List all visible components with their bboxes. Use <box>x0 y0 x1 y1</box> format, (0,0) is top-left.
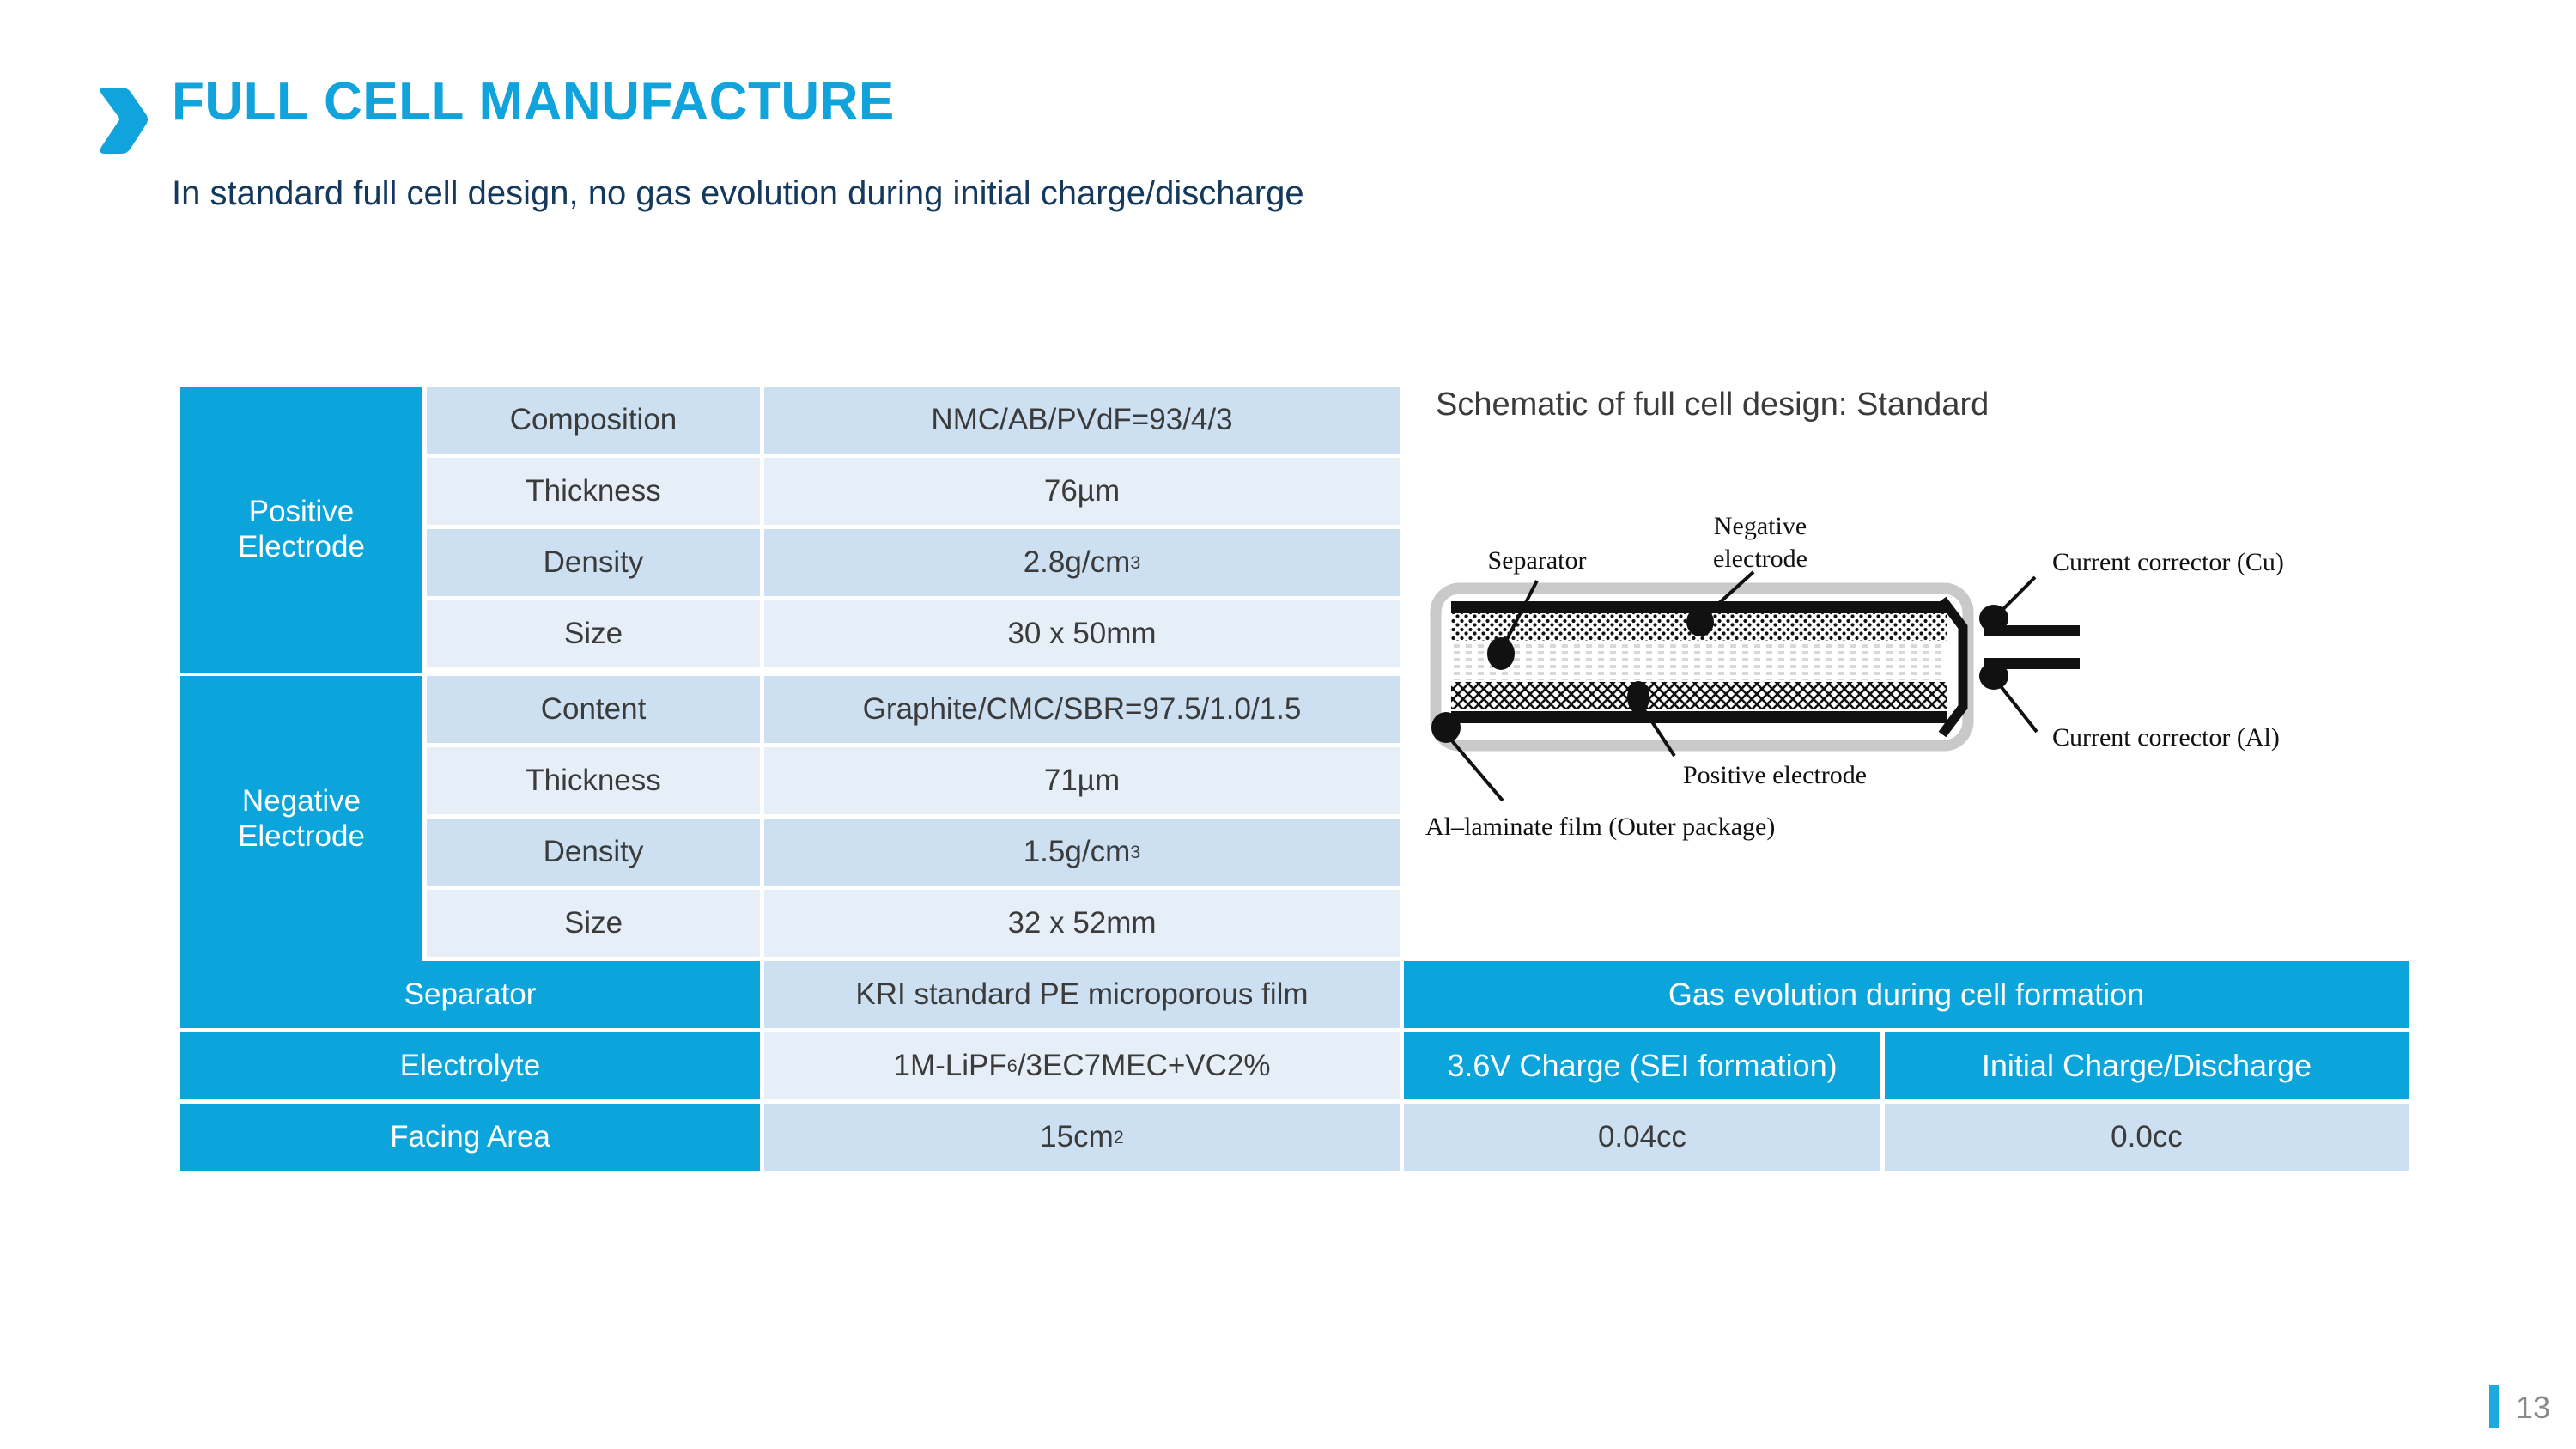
row-label-facing-area: Facing Area <box>180 1104 760 1171</box>
value-base: 1.5g/cm <box>1023 834 1131 868</box>
positive-electrode-layer <box>1451 682 1947 709</box>
group-label-positive-electrode: Positive Electrode <box>180 387 422 673</box>
table-row-value: 76µm <box>764 458 1400 525</box>
schematic-label-current-corrector-al: Current corrector (Al) <box>2052 723 2280 752</box>
table-row-value: 30 x 50mm <box>764 600 1400 667</box>
table-row-value: Graphite/CMC/SBR=97.5/1.0/1.5 <box>764 676 1400 743</box>
group-label-line1: Negative <box>241 784 361 819</box>
leader-lines <box>1443 570 2038 802</box>
gas-evolution-column-header-2: Initial Charge/Discharge <box>1885 1032 2409 1099</box>
cell-outer-package <box>1430 582 1974 752</box>
chevron-right-icon <box>96 82 149 158</box>
al-tab <box>1984 658 2080 669</box>
separator-layer <box>1451 642 1947 680</box>
bottom-collector-band <box>1451 711 1947 723</box>
page-subtitle: In standard full cell design, no gas evo… <box>172 174 1304 212</box>
group-label-line2: Electrode <box>238 529 365 563</box>
row-value-separator: KRI standard PE microporous film <box>764 961 1400 1028</box>
schematic-label-negative-electrode-line1: Negative <box>1714 512 1807 540</box>
gas-evolution-value-2: 0.0cc <box>1885 1104 2409 1171</box>
package-anchor-dot <box>1431 712 1461 743</box>
value-superscript: 2 <box>1113 1125 1124 1148</box>
table-row-property: Size <box>427 600 760 667</box>
page-number: 13 <box>2516 1390 2551 1425</box>
schematic-label-current-corrector-cu: Current corrector (Cu) <box>2052 548 2284 576</box>
table-row-value: NMC/AB/PVdF=93/4/3 <box>764 387 1400 454</box>
gas-evolution-column-header-1: 3.6V Charge (SEI formation) <box>1404 1032 1880 1099</box>
group-label-negative-electrode: Negative Electrode <box>180 676 422 962</box>
value-base: 15cm <box>1040 1119 1114 1154</box>
table-row-value: 32 x 52mm <box>764 890 1400 957</box>
table-row-property: Density <box>427 819 760 886</box>
group-label-line2: Electrode <box>238 819 365 853</box>
page-title: FULL CELL MANUFACTURE <box>172 72 895 131</box>
value-superscript: 3 <box>1130 551 1141 573</box>
table-row-property: Composition <box>427 387 760 454</box>
schematic-caption: Schematic of full cell design: Standard <box>1436 387 1990 423</box>
positive-anchor-dot <box>1627 681 1649 714</box>
table-row-value: 71µm <box>764 747 1400 814</box>
schematic-label-negative-electrode-line2: electrode <box>1713 545 1807 573</box>
value-prefix: 1M-LiPF <box>893 1048 1007 1082</box>
schematic-label-positive-electrode: Positive electrode <box>1683 761 1867 789</box>
schematic-label-al-laminate-film: Al–laminate film (Outer package) <box>1425 813 1775 841</box>
table-row-property: Density <box>427 529 760 596</box>
schematic-label-separator: Separator <box>1488 546 1587 575</box>
top-collector-band <box>1451 601 1947 613</box>
al-tab-node <box>1979 662 2008 690</box>
cu-tab <box>1984 625 2080 636</box>
table-row-property: Thickness <box>427 747 760 814</box>
row-label-separator: Separator <box>180 961 760 1028</box>
gas-evolution-title: Gas evolution during cell formation <box>1404 961 2409 1028</box>
cell-right-seal <box>1938 596 1968 738</box>
value-superscript: 3 <box>1130 840 1141 862</box>
page-number-accent-bar <box>2489 1385 2499 1428</box>
table-row-property: Thickness <box>427 458 760 525</box>
value-suffix: /3EC7MEC+VC2% <box>1017 1048 1271 1082</box>
table-row-property: Content <box>427 676 760 743</box>
value-subscript: 6 <box>1006 1054 1018 1076</box>
gas-evolution-value-1: 0.04cc <box>1404 1104 1880 1171</box>
full-cell-schematic-diagram: Separator Negative electrode Current cor… <box>1417 498 2482 859</box>
table-row-property: Size <box>427 890 760 957</box>
group-label-line1: Positive <box>248 495 355 529</box>
separator-anchor-dot <box>1487 637 1515 670</box>
row-label-electrolyte: Electrolyte <box>180 1032 760 1099</box>
value-base: 2.8g/cm <box>1023 545 1131 579</box>
